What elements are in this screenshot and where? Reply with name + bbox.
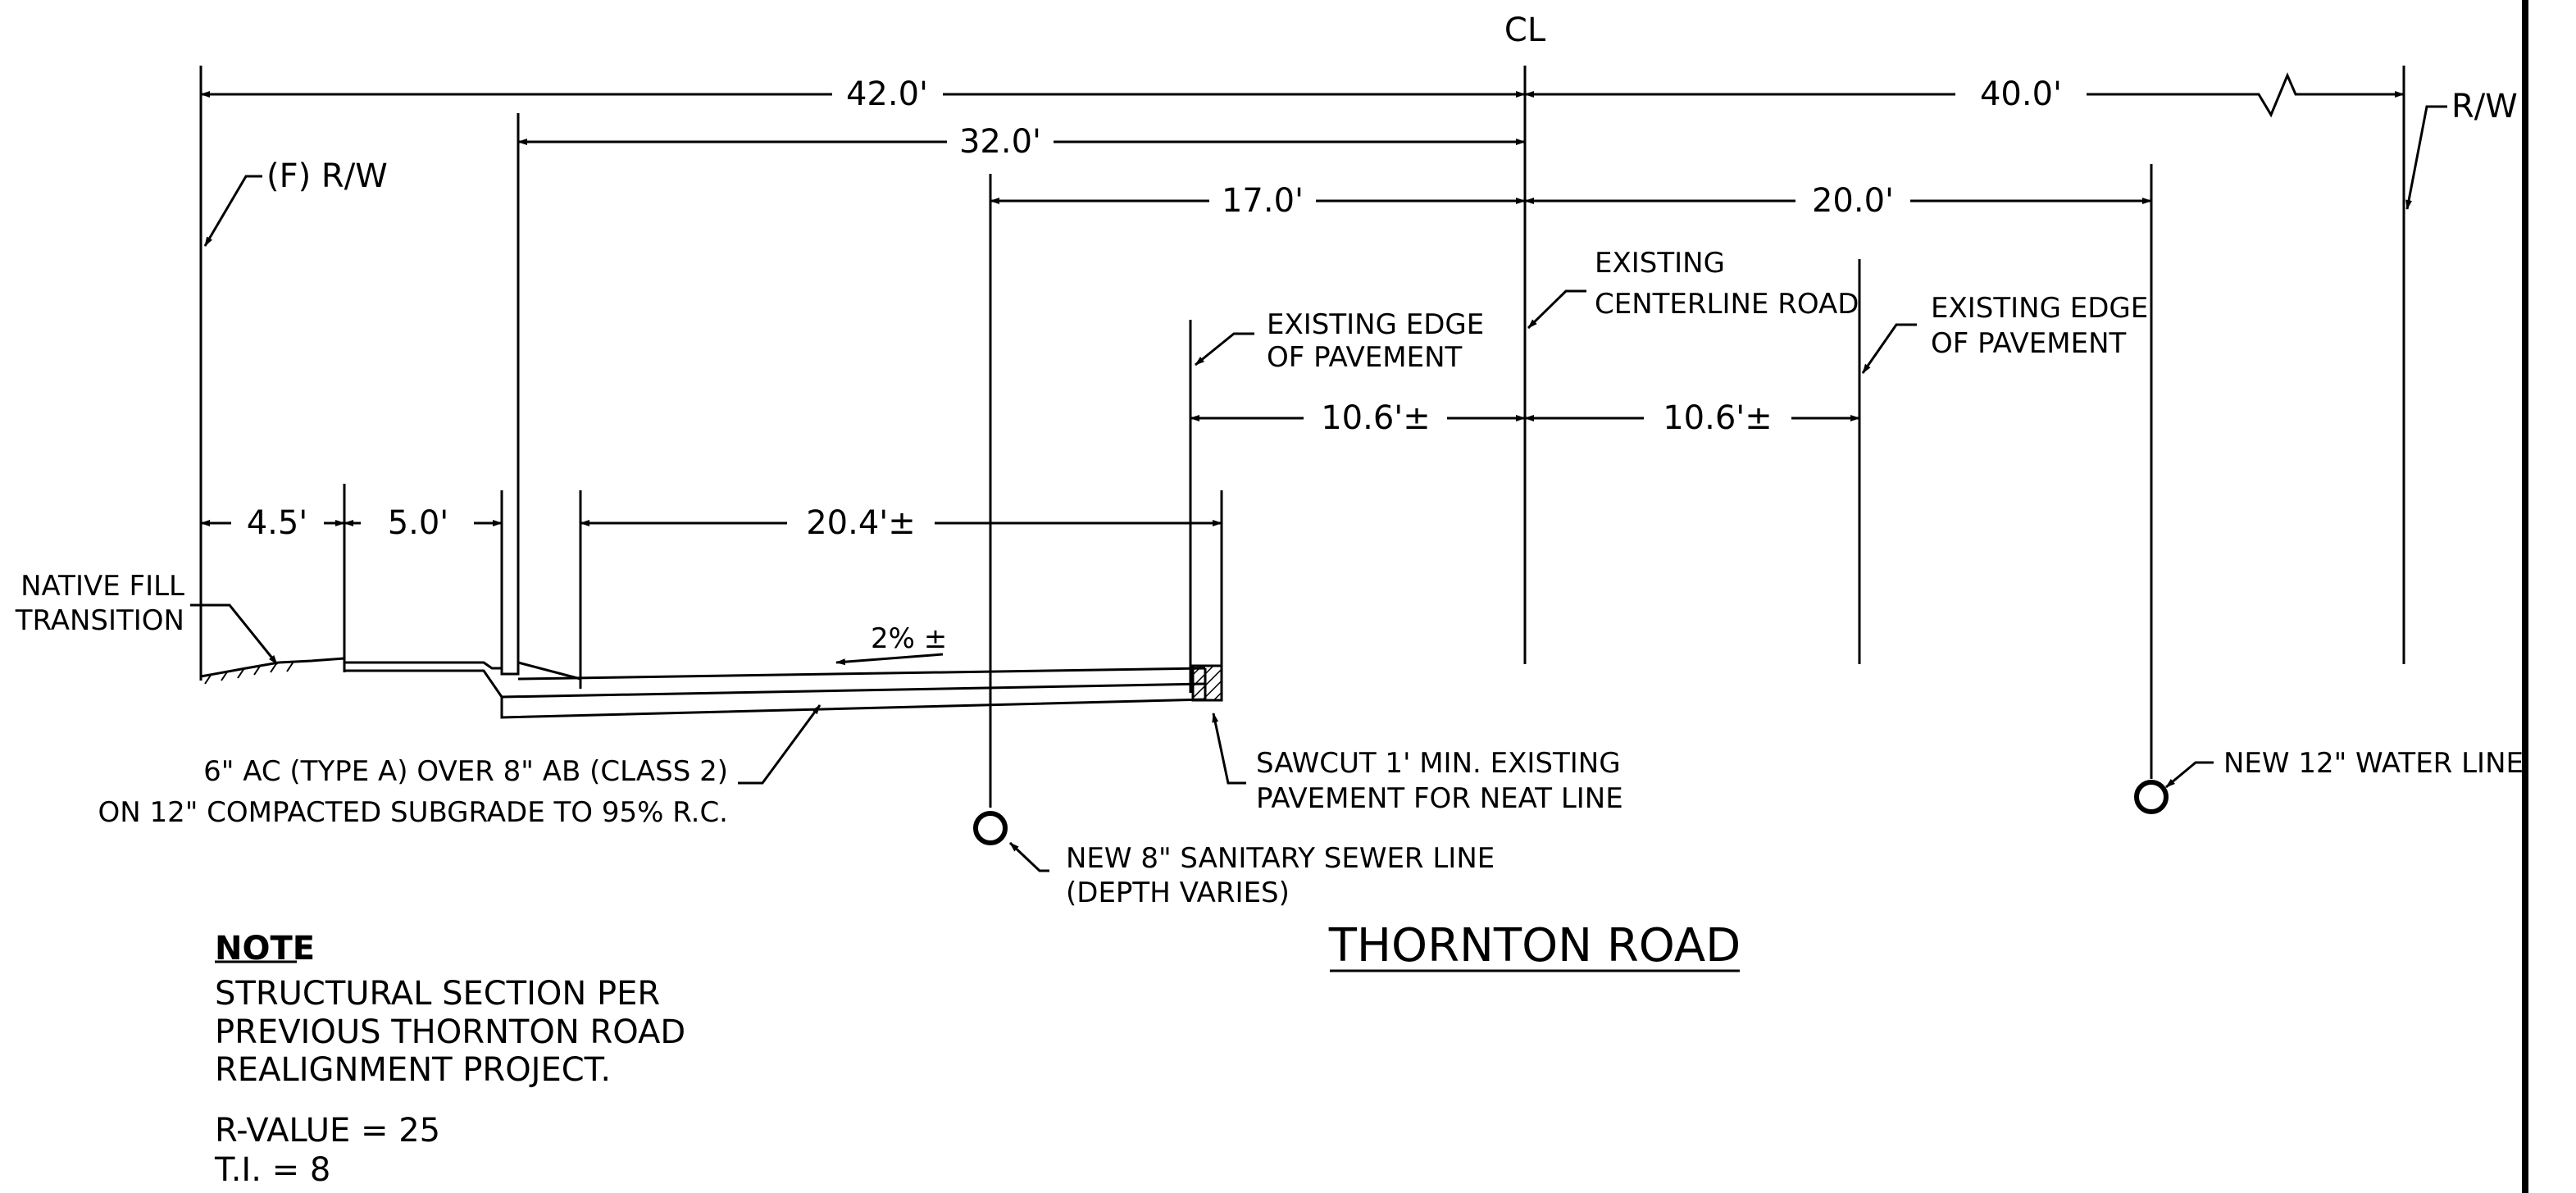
sewer-pipe-icon (973, 811, 1008, 845)
walk-and-curb (344, 661, 581, 681)
section-callout-2: ON 12" COMPACTED SUBGRADE TO 95% R.C. (98, 796, 728, 829)
sawcut-leader (1212, 713, 1246, 785)
dim-40-right-break (2087, 72, 2405, 118)
note-r-value: R-VALUE = 25 (215, 1112, 440, 1150)
section-leader (738, 704, 821, 785)
sawcut-hatch (1191, 664, 1223, 702)
centerline-leader (1527, 289, 1586, 330)
dim-17-label: 17.0' (1222, 182, 1304, 220)
note-ti: T.I. = 8 (214, 1151, 330, 1189)
water-pipe-icon (2134, 780, 2169, 814)
slope-arrow (835, 653, 944, 666)
native-fill-callout-1: NATIVE FILL (20, 570, 184, 603)
left-eop-callout-1: EXISTING EDGE (1267, 308, 1484, 341)
walk-underside (344, 669, 503, 698)
note-line-1: STRUCTURAL SECTION PER (215, 975, 660, 1013)
note-line-2: PREVIOUS THORNTON ROAD (215, 1013, 685, 1051)
dim-42-label: 42.0' (846, 75, 928, 113)
future-row-label: (F) R/W (266, 157, 388, 195)
native-fill-callout-2: TRANSITION (15, 604, 184, 637)
centerline-callout-1: EXISTING (1595, 247, 1725, 280)
sewer-callout-1: NEW 8" SANITARY SEWER LINE (1066, 842, 1495, 875)
note-heading: NOTE (215, 930, 315, 968)
right-eop-leader (1861, 323, 1917, 374)
dim-50-label: 5.0' (388, 504, 449, 542)
right-row-label: R/W (2451, 88, 2518, 125)
right-eop-callout-2: OF PAVEMENT (1931, 327, 2127, 360)
native-fill-leader (190, 603, 279, 665)
drawing-title: THORNTON ROAD (1328, 919, 1741, 972)
sewer-callout-2: (DEPTH VARIES) (1066, 877, 1290, 909)
native-ground-hatch (204, 661, 294, 685)
dim-45-label: 4.5' (247, 504, 308, 542)
future-row-leader (203, 175, 262, 247)
section-callout-1: 6" AC (TYPE A) OVER 8" AB (CLASS 2) (203, 755, 728, 788)
sawcut-callout-1: SAWCUT 1' MIN. EXISTING (1256, 747, 1621, 780)
dim-106-left-label: 10.6'± (1321, 399, 1431, 437)
note-line-3: REALIGNMENT PROJECT. (215, 1051, 611, 1089)
dim-20-label: 20.0' (1812, 182, 1894, 220)
centerline-callout-2: CENTERLINE ROAD (1595, 288, 1859, 321)
new-pavement-surface (517, 667, 1206, 681)
left-eop-callout-2: OF PAVEMENT (1267, 341, 1463, 374)
centerline-label: CL (1504, 11, 1546, 49)
dim-40-label: 40.0' (1980, 75, 2062, 113)
new-pavement-ac-base (501, 682, 1206, 699)
water-callout: NEW 12" WATER LINE (2223, 747, 2524, 780)
dim-32-label: 32.0' (959, 123, 1041, 161)
right-row-leader (2405, 105, 2447, 210)
dim-106-right-label: 10.6'± (1663, 399, 1773, 437)
new-pavement-subgrade (500, 668, 1207, 719)
native-ground (200, 657, 345, 678)
water-leader (2165, 761, 2214, 789)
sawcut-callout-2: PAVEMENT FOR NEAT LINE (1256, 782, 1623, 815)
left-eop-leader (1195, 332, 1254, 367)
dim-204-label: 20.4'± (806, 504, 916, 542)
sewer-leader (1008, 841, 1049, 872)
right-eop-callout-1: EXISTING EDGE (1931, 292, 2148, 325)
slope-label: 2% ± (871, 622, 947, 655)
